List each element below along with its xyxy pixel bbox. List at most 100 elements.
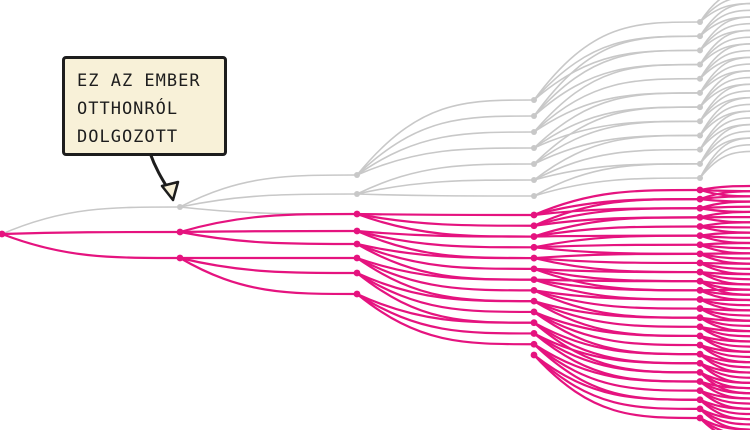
highlighted-node: [530, 297, 538, 305]
highlighted-node: [696, 359, 704, 367]
highlighted-branch: [698, 380, 750, 400]
highlighted-node: [353, 240, 361, 248]
highlighted-branch: [698, 234, 750, 239]
highlighted-branch: [178, 230, 359, 246]
highlighted-branch: [698, 234, 750, 245]
highlighted-node: [696, 277, 704, 285]
faded-branch: [699, 43, 750, 66]
faded-branch: [699, 29, 750, 52]
highlighted-node: [353, 269, 361, 277]
highlighted-branch: [698, 216, 750, 224]
faded-node: [531, 177, 537, 183]
faded-node: [531, 129, 537, 135]
faded-branch: [356, 179, 535, 195]
faded-node: [697, 75, 703, 82]
highlighted-branch: [698, 353, 750, 374]
highlighted-node: [696, 341, 704, 349]
highlighted-node: [530, 330, 538, 337]
highlighted-branch: [532, 353, 702, 410]
highlighted-branch: [698, 334, 750, 343]
faded-node: [697, 33, 703, 40]
highlighted-branch: [532, 243, 702, 249]
highlighted-branch: [698, 307, 750, 322]
faded-branch: [699, 9, 750, 37]
highlighted-branch: [532, 300, 702, 328]
faded-branch: [1, 206, 181, 235]
faded-branch: [179, 174, 358, 208]
highlighted-branch: [532, 278, 702, 292]
highlighted-branch: [698, 207, 750, 214]
highlighted-branch: [355, 256, 536, 292]
faded-branch: [699, 29, 750, 66]
faded-branch: [699, 16, 750, 37]
highlighted-node: [353, 210, 361, 218]
faded-branch: [699, 103, 750, 137]
faded-branch: [699, 137, 750, 179]
faded-branch: [533, 77, 701, 133]
highlighted-branch: [532, 310, 702, 338]
faded-branch: [699, 56, 750, 94]
faded-node: [531, 145, 537, 151]
highlighted-branch: [355, 292, 536, 324]
highlighted-branch: [698, 231, 750, 237]
highlighted-node: [696, 314, 704, 322]
faded-branch: [699, 117, 750, 151]
highlighted-branch: [532, 332, 702, 374]
faded-node: [697, 89, 703, 96]
faded-branch: [699, 36, 750, 66]
faded-node: [531, 193, 537, 199]
highlighted-node: [696, 378, 704, 385]
highlighted-branch: [532, 289, 702, 301]
highlighted-branch: [698, 261, 750, 271]
highlighted-node: [530, 286, 538, 294]
faded-branch: [699, 0, 732, 23]
highlighted-branch: [698, 261, 750, 265]
faded-branch: [356, 147, 535, 176]
highlighted-branch: [698, 200, 750, 210]
highlighted-branch: [355, 292, 536, 346]
highlighted-branch: [532, 252, 702, 260]
faded-branch: [533, 21, 701, 101]
highlighted-node: [530, 308, 538, 316]
highlighted-node: [696, 387, 704, 395]
faded-branch: [699, 130, 750, 165]
highlighted-branch: [698, 407, 750, 430]
highlighted-node: [530, 319, 538, 327]
highlighted-branch: [698, 190, 750, 201]
faded-branch: [356, 163, 535, 195]
faded-node: [697, 19, 703, 25]
faded-branch: [533, 63, 701, 133]
faded-branch: [699, 70, 750, 108]
faded-branch: [533, 35, 701, 117]
highlighted-node: [696, 350, 704, 358]
highlighted-branch: [698, 280, 750, 286]
faded-branch: [533, 106, 701, 165]
faded-branch: [699, 49, 750, 80]
faded-branch: [356, 115, 535, 176]
highlighted-branch: [698, 289, 750, 296]
highlighted-branch: [698, 241, 750, 246]
faded-branch: [699, 96, 750, 123]
faded-branch: [699, 110, 750, 151]
highlighted-branch: [355, 229, 536, 249]
highlighted-node: [530, 340, 538, 348]
highlighted-branch: [698, 298, 750, 302]
faded-branch: [179, 193, 358, 208]
highlighted-branch: [532, 278, 702, 283]
highlighted-branch: [698, 398, 750, 421]
highlighted-branch: [532, 216, 702, 238]
highlighted-branch: [698, 389, 750, 410]
highlighted-branch: [355, 212, 536, 217]
highlighted-branch: [698, 298, 750, 307]
highlighted-branch: [355, 292, 536, 335]
highlighted-branch: [355, 271, 536, 314]
faded-branch: [533, 120, 701, 165]
faded-branch: [356, 99, 535, 176]
faded-node: [697, 61, 703, 68]
highlighted-branch: [532, 321, 702, 356]
faded-branch: [699, 56, 750, 80]
highlighted-branch: [698, 184, 750, 192]
highlighted-branch: [532, 256, 702, 265]
highlighted-branch: [532, 267, 702, 274]
